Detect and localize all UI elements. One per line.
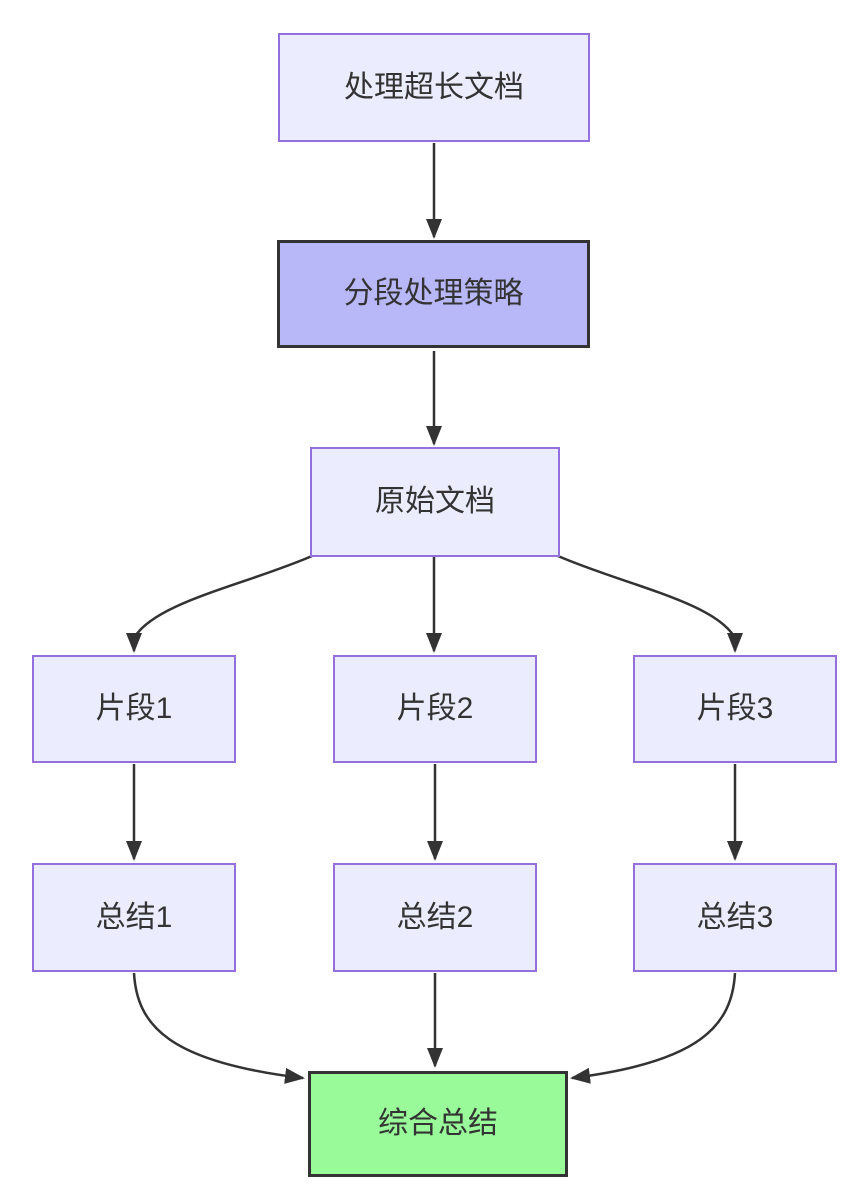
node-original-doc: 原始文档 [310,447,560,557]
node-process-long-doc: 处理超长文档 [278,33,590,142]
node-label: 总结3 [696,900,774,934]
edge-c-f [557,554,743,653]
node-combined-summary: 综合总结 [308,1071,568,1177]
node-fragment-1: 片段1 [32,655,236,763]
node-label: 总结2 [396,900,474,934]
node-label: 综合总结 [378,1107,498,1140]
node-label: 处理超长文档 [344,70,524,104]
node-label: 分段处理策略 [343,277,524,310]
node-label: 片段2 [396,692,474,725]
node-label: 总结1 [95,900,173,934]
node-label: 片段3 [696,692,774,725]
node-summary-1: 总结1 [32,863,236,972]
edge-g-j [132,972,305,1084]
node-fragment-3: 片段3 [633,655,837,763]
edge-c-d [126,554,313,653]
node-summary-3: 总结3 [633,863,837,972]
node-segment-strategy: 分段处理策略 [277,240,590,348]
edge-i-j [570,972,737,1084]
node-fragment-2: 片段2 [333,655,537,763]
node-summary-2: 总结2 [333,863,537,972]
node-label: 片段1 [95,692,173,725]
node-label: 原始文档 [375,485,495,518]
